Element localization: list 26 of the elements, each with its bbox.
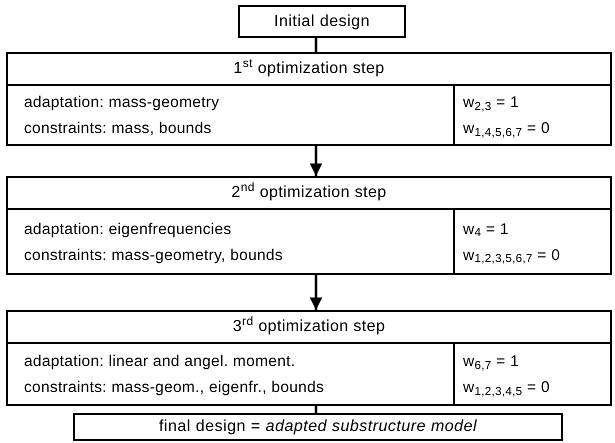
process-box (238, 5, 406, 38)
cell-text: adaptation: linear and angel. moment. (24, 352, 296, 372)
cell-text: w$_{6,7}$ = 1 (463, 352, 520, 372)
cell-text: adaptation: mass-geometry (24, 93, 220, 113)
arrow (310, 275, 322, 310)
cell-text: constraints: mass-geometry, bounds (24, 246, 284, 266)
cell-text: w$_{4}$ = 1 (463, 220, 510, 240)
step-box (6, 176, 612, 275)
cell-text: w$_{1,2,3,4,5}$ = 0 (463, 378, 551, 398)
arrow (310, 146, 322, 176)
cell-text: constraints: mass, bounds (24, 119, 213, 139)
step-heading: 1$^{st}$ optimization step (233, 57, 385, 79)
step-heading: 3$^{rd}$ optimization step (232, 315, 386, 337)
step-box (6, 310, 612, 406)
box-label: Initial design (274, 12, 370, 32)
cell-text: w$_{1,4,5,6,7}$ = 0 (463, 119, 551, 139)
cell-text: constraints: mass-geom., eigenfr., bounds (24, 378, 326, 398)
connector-line (314, 406, 318, 413)
box-label: final design = adapted substructure model (158, 417, 478, 437)
cell-text: w$_{1,2,3,5,6,7}$ = 0 (463, 246, 562, 266)
step-box (6, 52, 612, 146)
connector-line (314, 38, 318, 52)
step-heading: 2$^{nd}$ optimization step (231, 181, 387, 203)
cell-text: w$_{2,3}$ = 1 (463, 93, 520, 113)
process-box (73, 413, 563, 441)
cell-text: adaptation: eigenfrequencies (24, 220, 232, 240)
